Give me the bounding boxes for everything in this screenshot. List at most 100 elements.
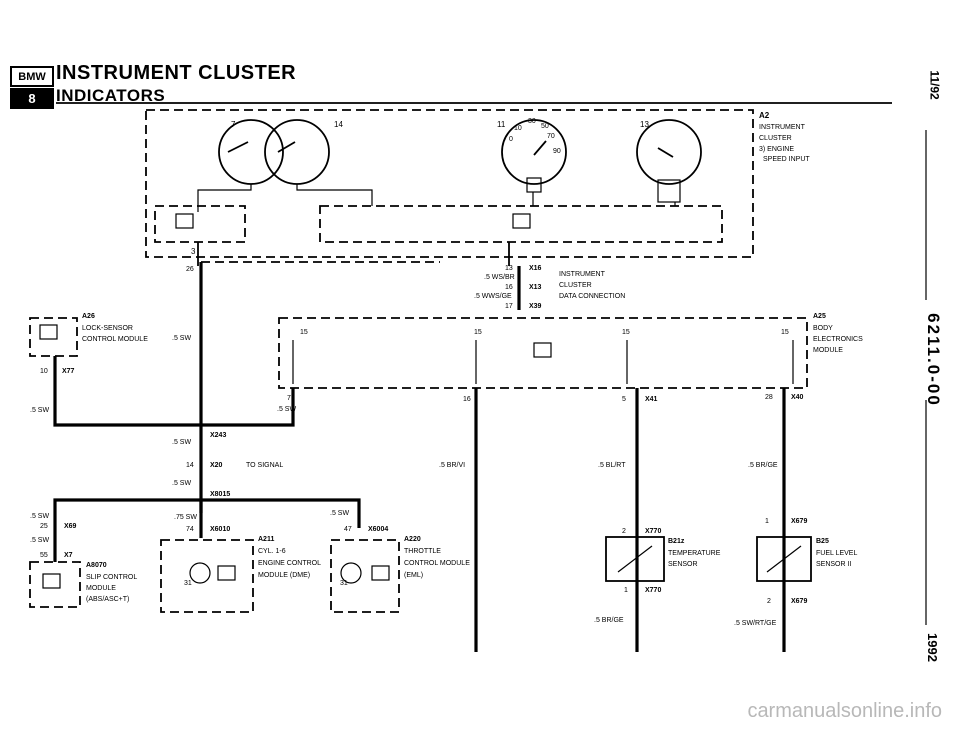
a220-pin: 47 — [344, 526, 352, 533]
b21-conn1: X770 — [645, 528, 661, 535]
a25-boundary — [278, 317, 808, 389]
dc-pin-17: 17 — [505, 303, 513, 310]
bmw-logo: BMW — [10, 66, 54, 87]
a25-line: ELECTRONICS — [813, 336, 863, 343]
a25-pin-15: 15 — [474, 329, 482, 336]
tachometer-gauge-right — [264, 119, 330, 185]
a8070-line: (ABS/ASC+T) — [86, 596, 129, 603]
a8070-wire: .5 SW — [30, 513, 49, 520]
x20-conn: X20 — [210, 462, 223, 469]
transistor-icon — [340, 562, 362, 584]
a220-conn: X6004 — [368, 526, 388, 533]
b21-wire-bot: .5 BR/GE — [594, 617, 624, 624]
control-unit-icon — [39, 324, 58, 340]
x8015-conn: X8015 — [210, 491, 230, 498]
a8070-x69: X69 — [64, 523, 77, 530]
x243-conn: X243 — [210, 432, 226, 439]
speedometer-gauge — [501, 119, 567, 193]
dc-pin-16: 16 — [505, 284, 513, 291]
b25-pin-2: 2 — [767, 598, 771, 605]
a211-pin: 74 — [186, 526, 194, 533]
a25-pin-7: 7 — [287, 395, 291, 402]
a26-wire-line — [53, 356, 201, 427]
a8070-pin-25: 25 — [40, 523, 48, 530]
dc-x16: X16 — [529, 265, 542, 272]
scale-70: 70 — [547, 133, 555, 140]
b21-conn2: X770 — [645, 587, 661, 594]
a25-pin-5: 5 — [622, 396, 626, 403]
cluster-line: CLUSTER — [759, 135, 792, 142]
cluster-line: 3) ENGINE — [759, 146, 794, 153]
a8070-x7: X7 — [64, 552, 73, 559]
a211-line: CYL. 1-6 — [258, 548, 286, 555]
b25-wire-top: .5 BR/GE — [748, 462, 778, 469]
b21-id: B21z — [668, 538, 685, 545]
scale-10: 10 — [514, 125, 522, 132]
b25-sensor-symbol — [766, 545, 802, 573]
page-title: INSTRUMENT CLUSTER — [56, 62, 297, 84]
a26-boundary — [29, 317, 78, 357]
dc-wire2: .5 WWS/GE — [474, 293, 512, 300]
b21-line: TEMPERATURE — [668, 550, 721, 557]
a26-pin: 10 — [40, 368, 48, 375]
center-wire-label: .5 BR/VI — [439, 462, 465, 469]
pin-11: 11 — [497, 120, 506, 129]
b21-pin-2: 2 — [622, 528, 626, 535]
a26-line: CONTROL MODULE — [82, 336, 148, 343]
a211-wire: .75 SW — [174, 514, 197, 521]
cluster-submodule — [319, 205, 723, 243]
a25-line: MODULE — [813, 347, 843, 354]
control-unit-icon — [533, 342, 552, 358]
b21-sensor-box — [605, 536, 665, 582]
a25-pin-15: 15 — [622, 329, 630, 336]
control-unit-icon — [512, 213, 531, 229]
a211-id: A211 — [258, 536, 274, 543]
a26-conn: X77 — [62, 368, 75, 375]
a211-line: MODULE (DME) — [258, 572, 310, 579]
a25-id: A25 — [813, 313, 826, 320]
a220-pin31: 31 — [340, 580, 348, 587]
a25-pin-15: 15 — [781, 329, 789, 336]
b21-wire-top: .5 BL/RT — [598, 462, 626, 469]
pin-3: 3 — [191, 247, 196, 256]
a25-x40: X40 — [791, 394, 804, 401]
x20-pin: 14 — [186, 462, 194, 469]
dc-line: INSTRUMENT — [559, 271, 606, 278]
a220-line: (EML) — [404, 572, 423, 579]
a25-wire-line — [201, 388, 295, 427]
x8015-bus — [53, 498, 361, 528]
a220-wire: .5 SW — [330, 510, 349, 517]
page-subtitle: INDICATORS — [56, 86, 166, 105]
a25-pin-16: 16 — [463, 396, 471, 403]
a8070-pin-55: 55 — [40, 552, 48, 559]
b25-line: FUEL LEVEL — [816, 550, 857, 557]
cluster-boundary — [145, 109, 754, 258]
pin-14: 14 — [334, 120, 343, 129]
temperature-gauge — [636, 119, 702, 203]
scale-0: 0 — [509, 136, 513, 143]
a8070-line: MODULE — [86, 585, 116, 592]
a211-line: ENGINE CONTROL — [258, 560, 321, 567]
a8070-id: A8070 — [86, 562, 107, 569]
scale-50: 50 — [541, 123, 549, 130]
x20-note: TO SIGNAL — [246, 462, 283, 469]
cluster-wire — [197, 184, 252, 212]
control-unit-icon — [217, 565, 236, 581]
x243-wire: .5 SW — [172, 439, 191, 446]
a8070-boundary — [29, 561, 81, 608]
control-unit-icon — [371, 565, 390, 581]
a211-boundary — [160, 539, 254, 613]
a8070-line: SLIP CONTROL — [86, 574, 137, 581]
dc-line: CLUSTER — [559, 282, 592, 289]
b25-sensor-box — [756, 536, 812, 582]
watermark: carmanualsonline.info — [747, 700, 942, 722]
b25-id: B25 — [816, 538, 829, 545]
cluster-line: INSTRUMENT — [759, 124, 806, 131]
a220-line: THROTTLE — [404, 548, 441, 555]
b21-line: SENSOR — [668, 561, 698, 568]
pin-7: 7 — [231, 120, 236, 129]
dc-x13: X13 — [529, 284, 542, 291]
cluster-wire — [296, 184, 373, 206]
scale-90: 90 — [553, 148, 561, 155]
